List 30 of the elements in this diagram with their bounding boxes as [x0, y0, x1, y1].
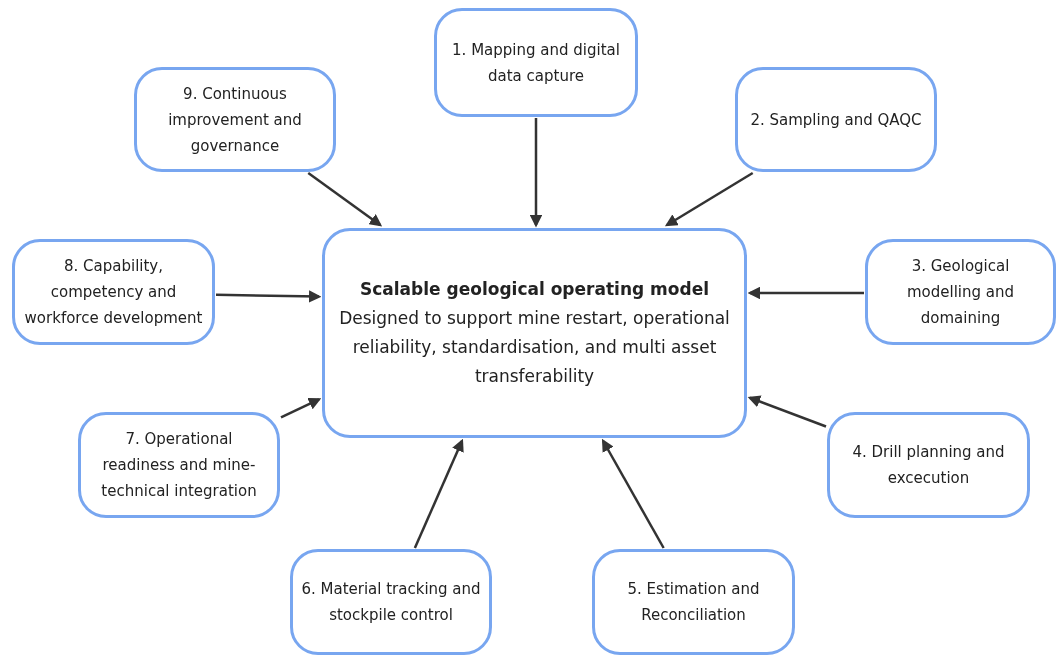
arrow — [747, 286, 864, 300]
box-text: 6. Material tracking and stockpile control — [301, 579, 481, 626]
process-box — [735, 67, 937, 172]
arrow — [413, 438, 464, 549]
central-model-box — [322, 228, 747, 438]
box-heading: Scalable geological operating model — [360, 278, 709, 301]
process-box — [592, 549, 795, 655]
arrow — [529, 118, 543, 228]
process-box — [290, 549, 492, 655]
box-text: Designed to support mine restart, operational reliability, standardisation, and multi asset transferability — [338, 307, 731, 388]
box-text: 9. Continuous improvement and governance — [167, 83, 303, 157]
process-box — [134, 67, 336, 172]
box-text: 3. Geological modelling and domaining — [905, 256, 1016, 329]
arrow — [747, 395, 827, 428]
arrow — [601, 438, 665, 549]
box-text: 7. Operational readiness and mine-technical integration — [100, 429, 258, 502]
process-box — [78, 412, 280, 518]
box-text: 4. Drill planning and excecution — [851, 442, 1006, 489]
process-box — [865, 239, 1056, 345]
arrow — [280, 398, 322, 419]
arrow — [664, 171, 754, 227]
box-text: 2. Sampling and QAQC — [750, 109, 922, 131]
arrow — [307, 172, 383, 227]
process-box — [12, 239, 215, 345]
box-text: 5. Estimation and Reconciliation — [626, 579, 761, 626]
arrow — [215, 290, 322, 303]
box-text: 8. Capability, competency and workforce development — [23, 256, 204, 329]
box-text: 1. Mapping and digital data capture — [451, 39, 621, 87]
process-box — [827, 412, 1030, 518]
process-box — [434, 8, 638, 117]
